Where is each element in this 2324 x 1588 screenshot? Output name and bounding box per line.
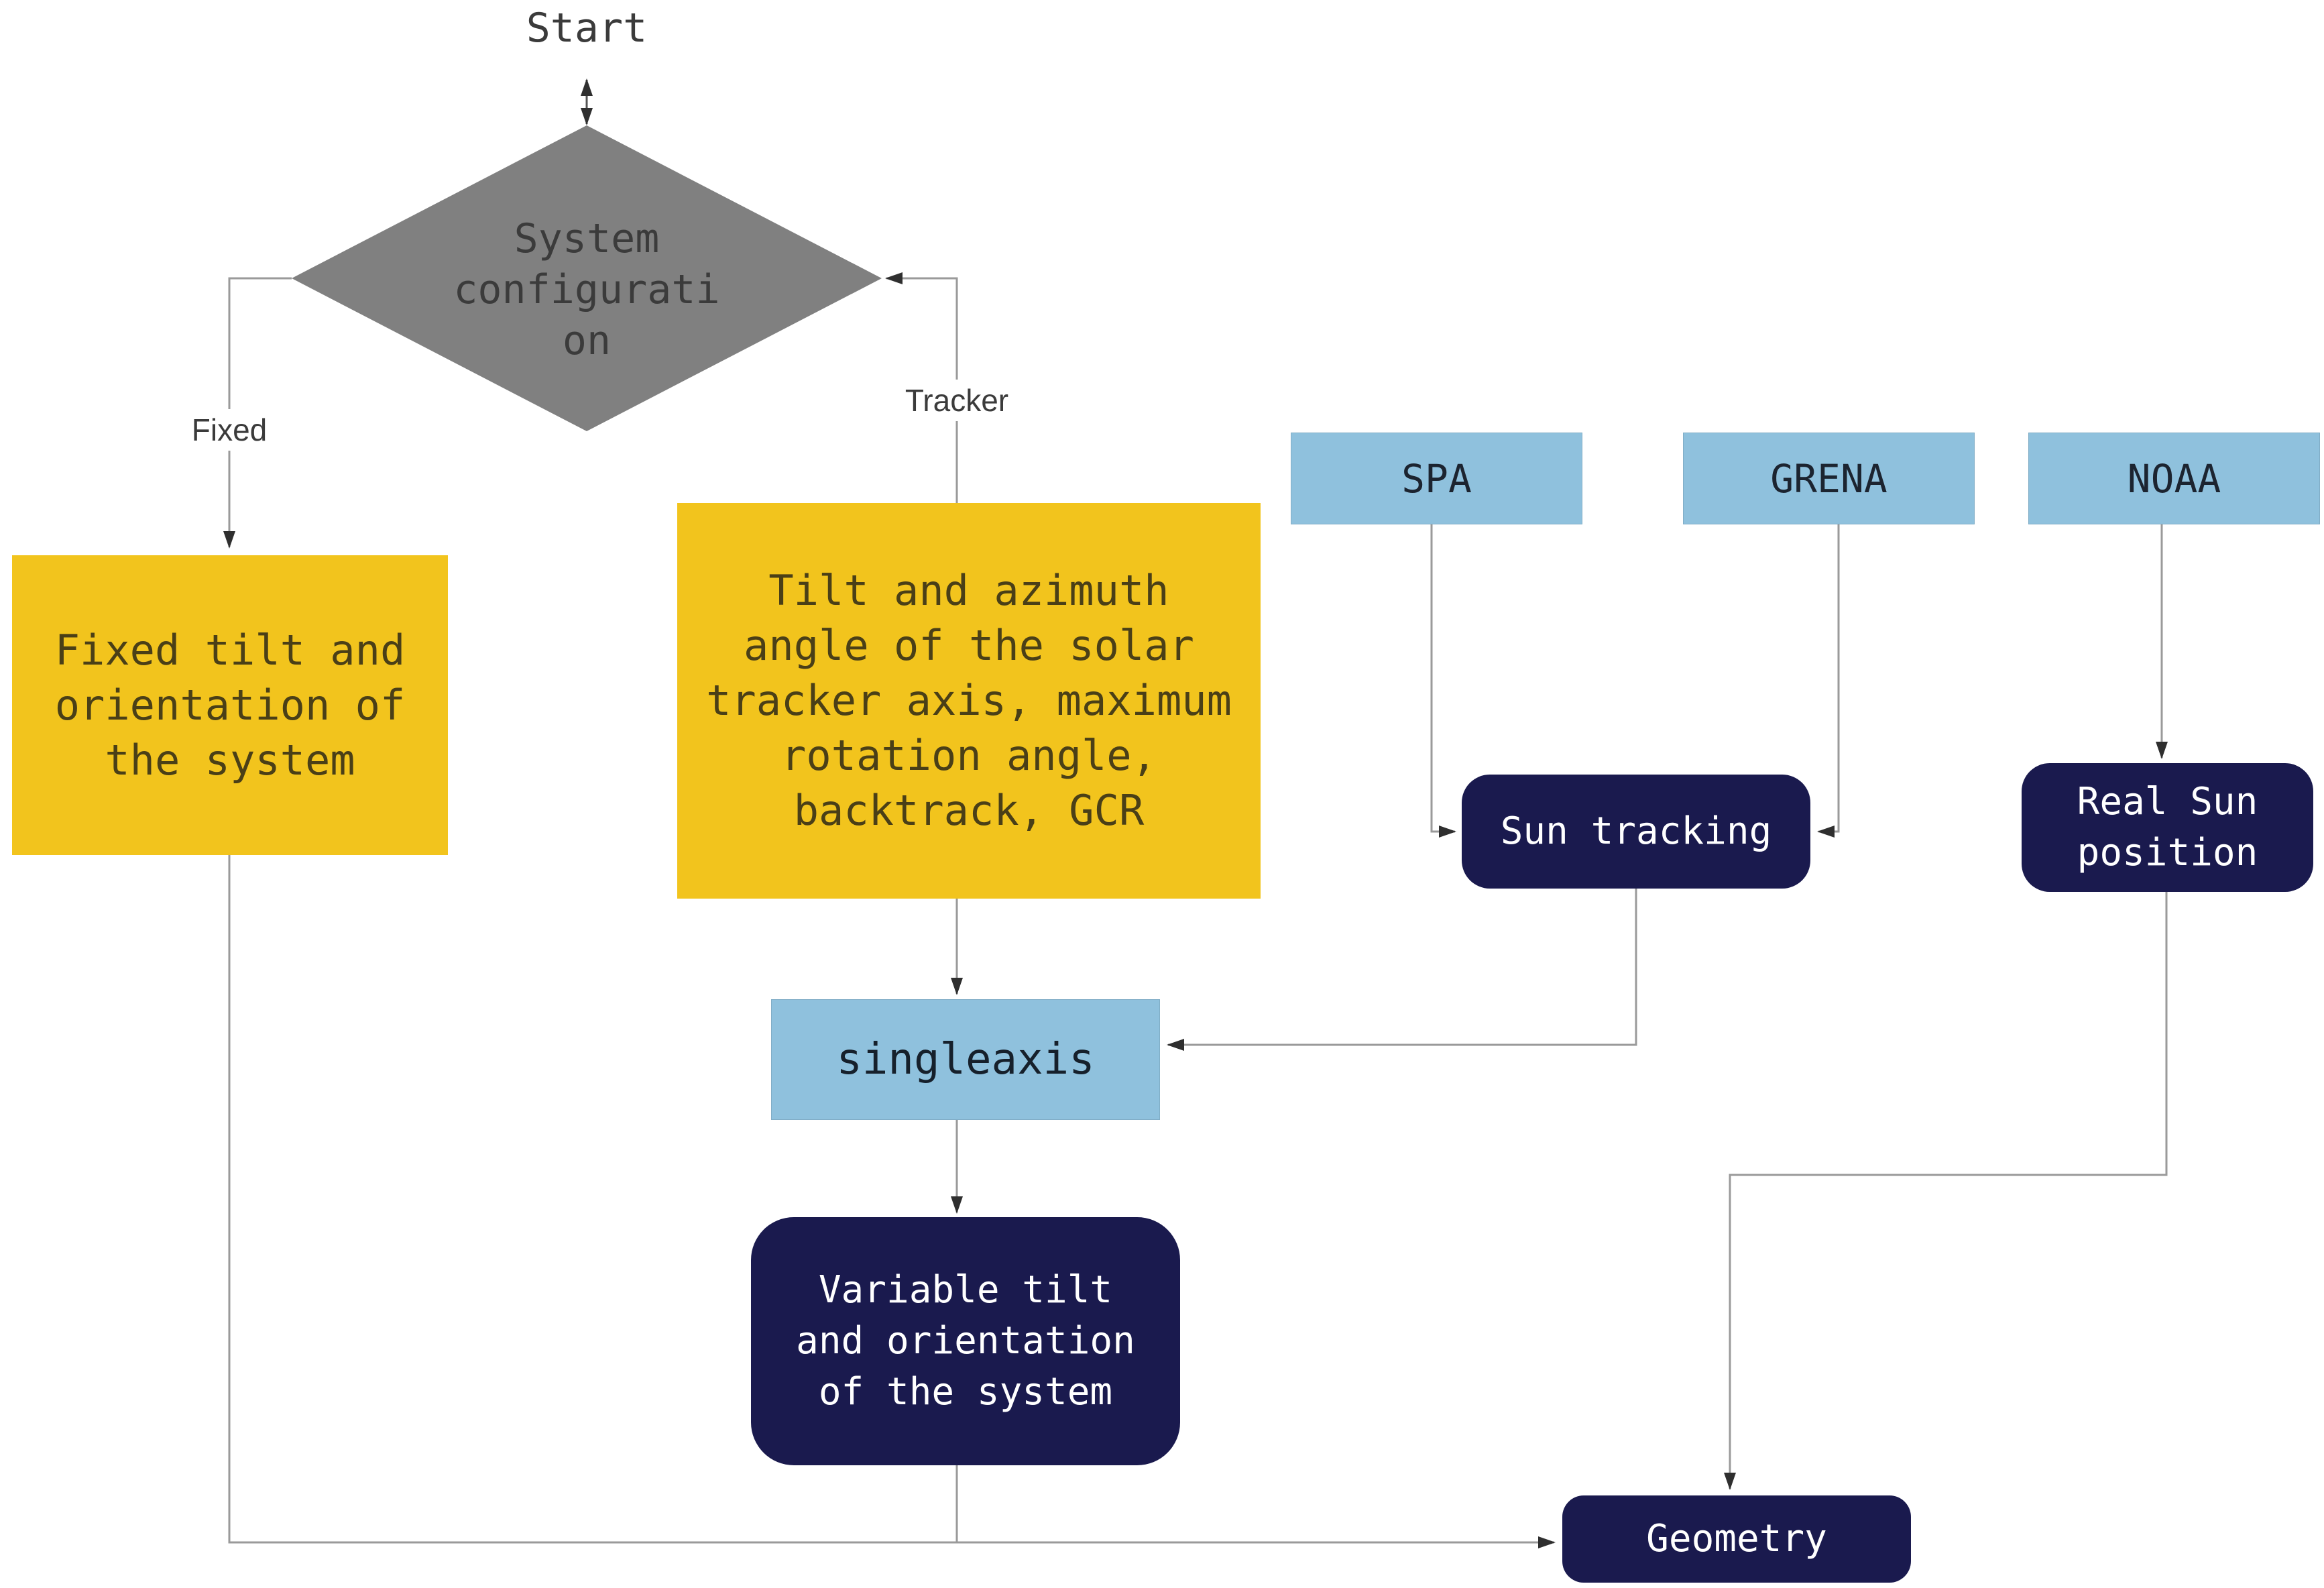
node-singleaxis: singleaxis xyxy=(771,999,1160,1120)
node-line: position xyxy=(2077,831,2258,874)
edge-rail-to-geometry xyxy=(228,855,1556,1548)
edge-spa-to-suntracking xyxy=(1430,524,1456,838)
decision-diamond xyxy=(292,125,882,431)
node-line: angle of the solar xyxy=(744,621,1194,670)
node-noaa: NOAA xyxy=(2028,433,2320,524)
node-line: backtrack, GCR xyxy=(793,786,1145,835)
node-grena: GRENA xyxy=(1683,433,1975,524)
node-line: Tilt and azimuth xyxy=(768,566,1169,615)
node-line: Variable tilt xyxy=(818,1268,1113,1312)
node-geometry: Geometry xyxy=(1562,1495,1911,1583)
node-sun-tracking: Sun tracking xyxy=(1462,775,1810,889)
edge-realsun-to-geometry xyxy=(1724,892,2168,1490)
node-real-sun-position: Real Sun position xyxy=(2022,763,2313,892)
edge-label-fixed: Fixed xyxy=(184,409,274,451)
node-line: orientation of xyxy=(54,680,406,730)
edge-decision-to-fixed xyxy=(223,277,292,549)
start-label: Start xyxy=(526,5,648,52)
edge-label-tracker: Tracker xyxy=(898,380,1016,421)
node-line: SPA xyxy=(1401,455,1472,502)
node-line: of the system xyxy=(818,1370,1113,1414)
node-line: the system xyxy=(105,735,355,785)
node-fixed-tilt-orientation: Fixed tilt and orientation of the system xyxy=(12,555,448,855)
node-spa: SPA xyxy=(1291,433,1582,524)
node-line: Fixed tilt and xyxy=(54,625,406,675)
node-line: singleaxis xyxy=(836,1035,1095,1084)
node-line: Sun tracking xyxy=(1500,809,1772,853)
decision-label: System configurati on xyxy=(386,213,788,366)
node-line: and orientation xyxy=(796,1319,1135,1363)
edge-decision-to-tracker xyxy=(885,272,958,503)
edge-grena-to-suntracking xyxy=(1817,524,1840,838)
decision-line: on xyxy=(562,317,612,364)
node-line: Geometry xyxy=(1646,1517,1827,1561)
node-line: NOAA xyxy=(2127,455,2221,502)
node-line: GRENA xyxy=(1770,455,1887,502)
node-line: rotation angle, xyxy=(781,731,1157,780)
decision-line: System xyxy=(514,215,660,262)
edge-suntracking-to-singleaxis xyxy=(1167,889,1637,1051)
node-variable-tilt-orientation: Variable tilt and orientation of the sys… xyxy=(751,1217,1180,1465)
node-line: tracker axis, maximum xyxy=(706,676,1232,725)
decision-line: configurati xyxy=(453,266,720,313)
node-tracker-parameters: Tilt and azimuth angle of the solar trac… xyxy=(677,503,1261,899)
node-line: Real Sun xyxy=(2077,780,2258,824)
